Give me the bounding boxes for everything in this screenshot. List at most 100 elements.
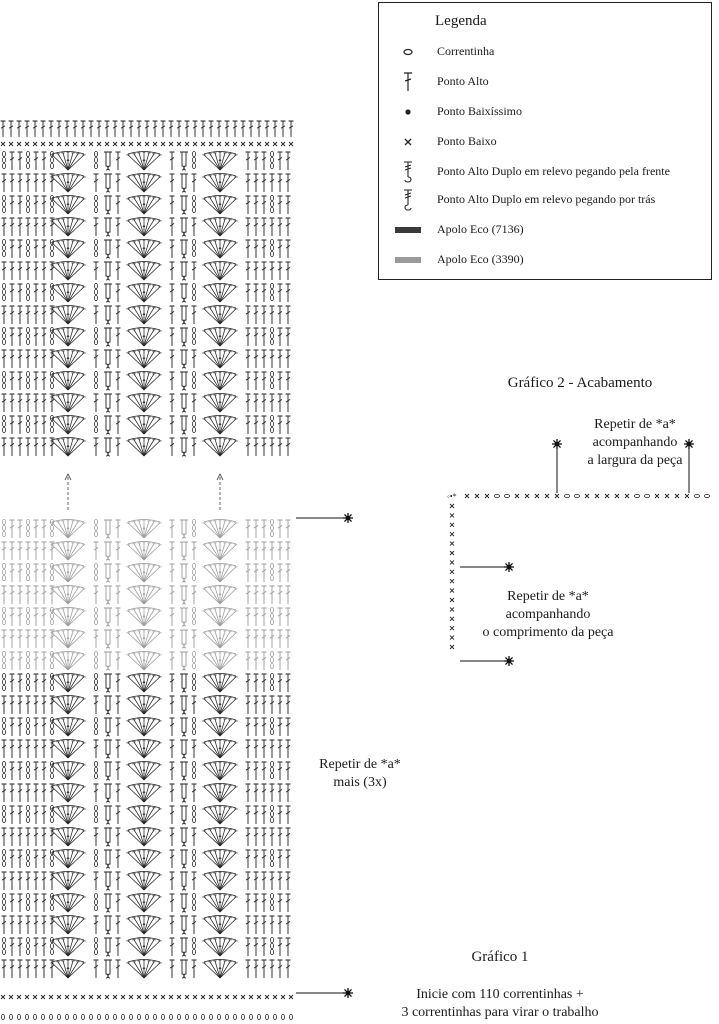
- correntinha-mark: [269, 200, 274, 207]
- fan-stitch: [143, 608, 151, 627]
- legend-item-dark-yarn: Apolo Eco (7136): [379, 219, 709, 241]
- fan-stitch: [50, 874, 69, 891]
- fan-stitch: [67, 153, 80, 171]
- legend-item-single-crochet: Ponto Baixo: [379, 131, 709, 153]
- fan-stitch: [50, 418, 69, 435]
- fan-stitch: [126, 308, 145, 325]
- ponto-alto-mark: [9, 651, 15, 670]
- ponto-alto-mark: [1, 585, 7, 604]
- relevo-mark: [183, 217, 188, 237]
- fan-stitch: [202, 308, 221, 325]
- fan-stitch: [132, 675, 145, 693]
- ponto-alto-mark: [93, 739, 99, 758]
- fan-arc: [51, 415, 85, 419]
- ponto-baixo-mark: [514, 493, 520, 499]
- relevo-mark: [107, 893, 112, 913]
- fan-chain-cap: [218, 203, 222, 206]
- fan-stitch: [66, 629, 70, 648]
- correntinha-mark: [50, 156, 55, 163]
- fan-stitch: [218, 717, 222, 736]
- correntinha-mark: [191, 332, 196, 339]
- correntinha-mark: [50, 773, 55, 780]
- correntinha-mark: [2, 162, 7, 169]
- ponto-alto-mark: [41, 739, 47, 758]
- ponto-alto-mark: [25, 585, 31, 604]
- fan-chain-cap: [142, 203, 146, 206]
- correntinha-mark: [2, 761, 7, 768]
- fan-stitch: [208, 939, 221, 957]
- fan-arc: [127, 629, 161, 633]
- ponto-baixo-mark: [184, 141, 190, 147]
- ponto-alto-mark: [191, 541, 197, 560]
- fan-arc: [51, 761, 85, 765]
- relevo-mark: [183, 239, 188, 259]
- fan-stitch: [219, 696, 227, 715]
- fan-stitch: [213, 586, 221, 605]
- ponto-alto-mark: [261, 437, 267, 456]
- ponto-alto-mark: [253, 283, 259, 302]
- fan-arc: [203, 217, 237, 221]
- fan-stitch: [126, 396, 145, 413]
- fan-stitch: [219, 784, 227, 803]
- ponto-alto-mark: [269, 541, 275, 560]
- correntinha-mark: [269, 723, 274, 730]
- ponto-alto-mark: [115, 629, 121, 648]
- correntinha-mark: [216, 1014, 221, 1021]
- fan-stitch: [213, 762, 221, 781]
- ponto-alto-mark: [277, 519, 283, 538]
- fan-stitch: [61, 696, 69, 715]
- ponto-alto-mark: [245, 739, 251, 758]
- fan-stitch: [61, 152, 69, 171]
- fan-stitch: [142, 519, 146, 538]
- correntinha-mark: [50, 651, 55, 658]
- relevo-mark: [183, 893, 188, 913]
- ponto-baixo-mark: [48, 141, 54, 147]
- fan-stitch: [67, 741, 80, 759]
- ponto-alto-mark: [261, 327, 267, 346]
- correntinha-mark: [2, 805, 7, 812]
- fan-stitch: [67, 394, 75, 413]
- ponto-alto-mark: [269, 783, 275, 802]
- fan-stitch: [208, 961, 221, 979]
- ponto-baixo-mark: [624, 493, 630, 499]
- ponto-alto-mark: [25, 827, 31, 846]
- fan-stitch: [219, 609, 232, 627]
- ponto-alto-mark: [261, 349, 267, 368]
- correntinha-mark: [200, 1014, 205, 1021]
- ponto-alto-mark: [17, 563, 23, 582]
- fan-stitch: [208, 829, 221, 847]
- ponto-alto-mark: [285, 651, 291, 670]
- fan-stitch: [143, 609, 156, 627]
- ponto-alto-mark: [253, 173, 259, 192]
- ponto-alto-mark: [33, 629, 39, 648]
- fan-arc: [51, 915, 85, 919]
- correntinha-mark: [191, 525, 196, 532]
- fan-chain-cap: [218, 945, 222, 948]
- ponto-baixo-mark: [674, 493, 680, 499]
- fan-stitch: [67, 807, 80, 825]
- fan-stitch: [143, 198, 162, 215]
- fan-stitch: [137, 806, 145, 825]
- ponto-alto-mark: [9, 437, 15, 456]
- ponto-alto-mark: [41, 519, 47, 538]
- fan-stitch: [137, 586, 145, 605]
- fan-stitch: [219, 394, 227, 413]
- correntinha-mark: [94, 156, 99, 163]
- ponto-alto-mark: [285, 217, 291, 236]
- fan-stitch: [56, 329, 69, 347]
- ponto-alto-mark: [17, 761, 23, 780]
- fan-stitch: [67, 609, 80, 627]
- fan-arc: [51, 371, 85, 375]
- legend-label: Apolo Eco (7136): [437, 222, 524, 236]
- fan-stitch: [202, 588, 221, 605]
- ponto-alto-mark: [253, 871, 259, 890]
- ponto-alto-mark: [25, 915, 31, 934]
- ponto-alto-mark: [9, 283, 15, 302]
- fan-stitch: [50, 220, 69, 237]
- fan-stitch: [218, 371, 222, 390]
- correntinha-mark: [25, 849, 30, 856]
- fan-stitch: [219, 698, 238, 715]
- correntinha-mark: [191, 531, 196, 538]
- fan-stitch: [67, 851, 80, 869]
- fan-stitch: [67, 198, 86, 215]
